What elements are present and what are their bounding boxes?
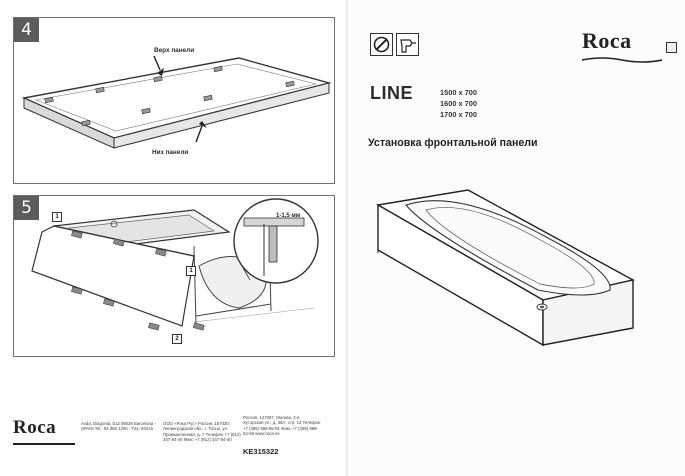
step-5-panel: 5 1 1 2 1-1,5 мм xyxy=(13,195,335,357)
address-spain: Avda. Diagonal, 513 08029 Barcelona - SP… xyxy=(81,421,156,432)
size-1700: 1700 x 700 xyxy=(440,110,477,119)
left-page: 4 Верх панели Низ панели xyxy=(13,17,338,461)
product-name: LINE xyxy=(370,83,414,103)
page-title: Установка фронтальной панели xyxy=(368,137,538,149)
page-fold xyxy=(346,0,349,476)
document-code: KE315322 xyxy=(243,447,279,456)
logo-mark xyxy=(666,42,677,53)
logo-wave xyxy=(582,57,662,63)
gap-dimension-label: 1-1,5 мм xyxy=(276,213,301,219)
step-number-badge: 4 xyxy=(14,18,39,42)
callout-1-marker: 1 xyxy=(186,266,196,276)
wrench-icon xyxy=(370,33,393,56)
callout-2-marker: 2 xyxy=(172,334,182,344)
step-number-badge: 5 xyxy=(14,196,39,220)
panel-installation-diagram xyxy=(31,198,319,331)
roca-logo: Roca xyxy=(13,417,57,438)
size-1600: 1600 x 700 xyxy=(440,99,477,108)
callout-1-marker: 1 xyxy=(52,212,62,222)
step-4-panel: 4 Верх панели Низ панели xyxy=(13,17,335,184)
bathtub-illustration xyxy=(375,189,635,347)
logo-underline xyxy=(13,443,75,445)
panel-orientation-diagram xyxy=(21,55,332,149)
left-page-footer: Roca Avda. Diagonal, 513 08029 Barcelona… xyxy=(13,413,338,461)
product-sizes: 1500 x 700 1600 x 700 1700 x 700 xyxy=(440,87,477,120)
panel-top-label: Верх панели xyxy=(154,47,195,54)
right-page: Roca LINE 1500 x 700 1600 x 700 1700 x 7… xyxy=(348,0,685,476)
address-russia-tosno: ООО «Рока Рус» Россия, 187030, Ленинград… xyxy=(163,421,241,443)
roca-logo: Roca xyxy=(582,28,632,53)
address-russia-moscow: Россия, 127287, Москва, 2-я Хуторская ул… xyxy=(243,415,321,437)
drill-icon xyxy=(396,33,419,56)
size-1500: 1500 x 700 xyxy=(440,88,477,97)
panel-bottom-label: Низ панели xyxy=(152,149,189,156)
